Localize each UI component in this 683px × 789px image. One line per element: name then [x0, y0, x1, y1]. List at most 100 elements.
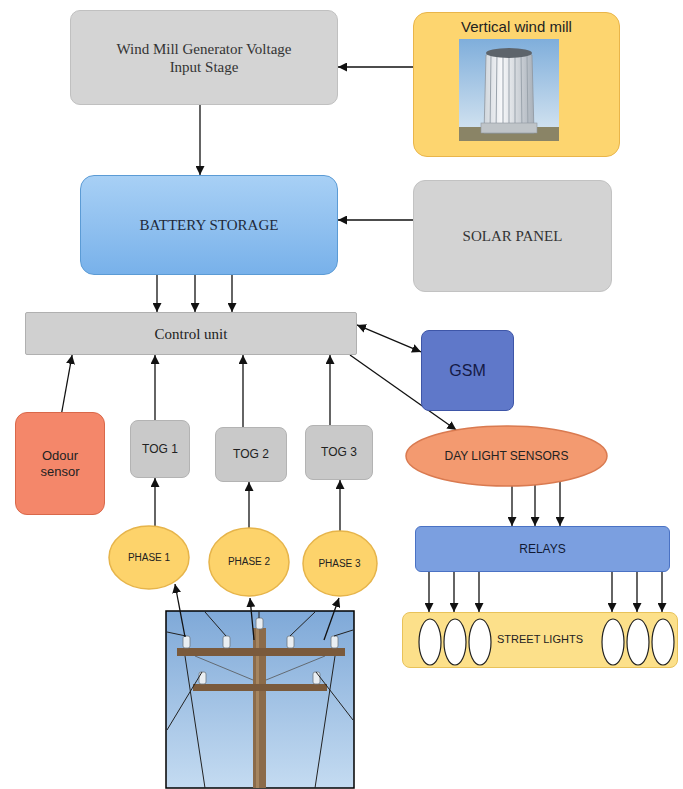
- source-box: Vertical wind mill: [413, 12, 620, 157]
- drawing-line: [509, 50, 510, 133]
- drawing-g: [490, 50, 528, 133]
- text-wrap: Odour sensor: [25, 448, 95, 479]
- phase-circle: PHASE 2: [208, 527, 290, 597]
- drawing-rect: [183, 636, 190, 648]
- ellipse-shape: [209, 528, 289, 596]
- node-label: Control unit: [155, 325, 228, 343]
- drawing-rect: [313, 672, 320, 684]
- text-wrap: DAY LIGHT SENSORS: [444, 449, 568, 463]
- phase-circle: PHASE 3: [302, 530, 378, 597]
- windmill-picture: [459, 39, 559, 141]
- drawing-ellipse: [627, 619, 649, 665]
- connector-arrow: [338, 66, 413, 67]
- drawing-g: [183, 618, 338, 684]
- connector-arrow: [453, 572, 454, 612]
- connector-arrow: [339, 480, 340, 531]
- text-wrap: SOLAR PANEL: [463, 227, 563, 245]
- node-label: TOG 1: [142, 442, 178, 456]
- drawing-g: [195, 656, 325, 680]
- node-label: BATTERY STORAGE: [140, 216, 279, 234]
- control-box: Control unit: [25, 312, 357, 355]
- pole-wire: [324, 598, 339, 640]
- node-label: PHASE 2: [228, 556, 270, 568]
- pole-wire: [250, 598, 254, 640]
- drawing-line: [521, 52, 522, 133]
- text-wrap: RELAYS: [519, 542, 565, 556]
- phase-circle: PHASE 1: [108, 525, 190, 590]
- connector-arrow: [511, 486, 512, 526]
- drawing-ellipse: [486, 48, 532, 58]
- drawing-path: [484, 50, 534, 133]
- node-label: PHASE 3: [318, 558, 360, 570]
- sensor-ellipse: DAY LIGHT SENSORS: [405, 425, 608, 487]
- drawing-rect: [223, 636, 230, 648]
- connector-arrow: [329, 355, 330, 425]
- load-band: STREET LIGHTS: [402, 612, 678, 668]
- node-label: Wind Mill Generator Voltage Input Stage: [114, 40, 294, 76]
- drawing-ellipse: [602, 619, 624, 665]
- text-wrap: PHASE 2: [228, 556, 270, 568]
- text-wrap: BATTERY STORAGE: [140, 216, 279, 234]
- drawing-path: [259, 611, 260, 618]
- drawing-line: [490, 54, 491, 133]
- connector-arrow: [611, 572, 612, 612]
- process-box: Wind Mill Generator Voltage Input Stage: [70, 10, 338, 105]
- connector-arrow: [636, 572, 637, 612]
- connector-arrow: [559, 481, 560, 526]
- drawing-path: [205, 612, 226, 636]
- sensor-box: TOG 3: [305, 425, 373, 480]
- text-wrap: Control unit: [155, 325, 228, 343]
- drawing-ellipse: [419, 619, 441, 665]
- pole-wire: [175, 584, 185, 637]
- drawing-line: [266, 656, 325, 680]
- power-pole-picture: [165, 610, 355, 789]
- relay-box: RELAYS: [415, 526, 670, 572]
- ellipse-shape: [109, 526, 189, 589]
- text-wrap: PHASE 3: [318, 558, 360, 570]
- text-wrap: TOG 1: [142, 442, 178, 456]
- drawing-rect: [481, 123, 537, 133]
- text-wrap: PHASE 1: [128, 552, 170, 564]
- drawing-line: [496, 52, 497, 133]
- sensor-box: TOG 1: [130, 420, 190, 478]
- text-wrap: GSM: [449, 361, 485, 380]
- ellipse-shape: [303, 531, 377, 596]
- drawing-line: [195, 656, 253, 680]
- drawing-rect: [199, 672, 206, 684]
- drawing-path: [315, 656, 335, 788]
- connector-arrow: [194, 275, 195, 312]
- drawing-g: [419, 619, 674, 665]
- connector-arrow: [428, 572, 429, 612]
- drawing-ellipse: [652, 619, 674, 665]
- source-box: SOLAR PANEL: [413, 180, 612, 292]
- drawing-rect: [459, 39, 559, 141]
- sensor-box: Odour sensor: [15, 412, 105, 515]
- node-label: TOG 2: [233, 447, 269, 461]
- drawing-path: [334, 630, 353, 636]
- connector-arrow: [478, 572, 479, 612]
- connector-arrow: [62, 355, 72, 412]
- node-label: PHASE 1: [128, 552, 170, 564]
- module-box: GSM: [421, 330, 514, 411]
- drawing-ellipse: [469, 619, 491, 665]
- text-wrap: Vertical wind mill: [461, 18, 572, 36]
- node-label: SOLAR PANEL: [463, 227, 563, 245]
- drawing-line: [527, 54, 528, 133]
- text-wrap: Wind Mill Generator Voltage Input Stage: [114, 40, 294, 76]
- drawing-path: [316, 672, 353, 720]
- text-wrap: TOG 2: [233, 447, 269, 461]
- ellipse-shape: [406, 426, 607, 486]
- drawing-rect: [256, 618, 263, 629]
- drawing-path: [167, 632, 186, 636]
- storage-box: BATTERY STORAGE: [80, 175, 338, 275]
- node-label: RELAYS: [519, 542, 565, 556]
- text-wrap: TOG 3: [321, 445, 357, 459]
- connector-arrow: [156, 275, 157, 312]
- drawing-rect: [331, 636, 338, 648]
- node-label: GSM: [449, 361, 485, 380]
- drawing-rect: [287, 636, 294, 648]
- connector-arrow: [242, 355, 243, 427]
- node-label: Odour sensor: [25, 448, 95, 479]
- node-label: DAY LIGHT SENSORS: [444, 449, 568, 463]
